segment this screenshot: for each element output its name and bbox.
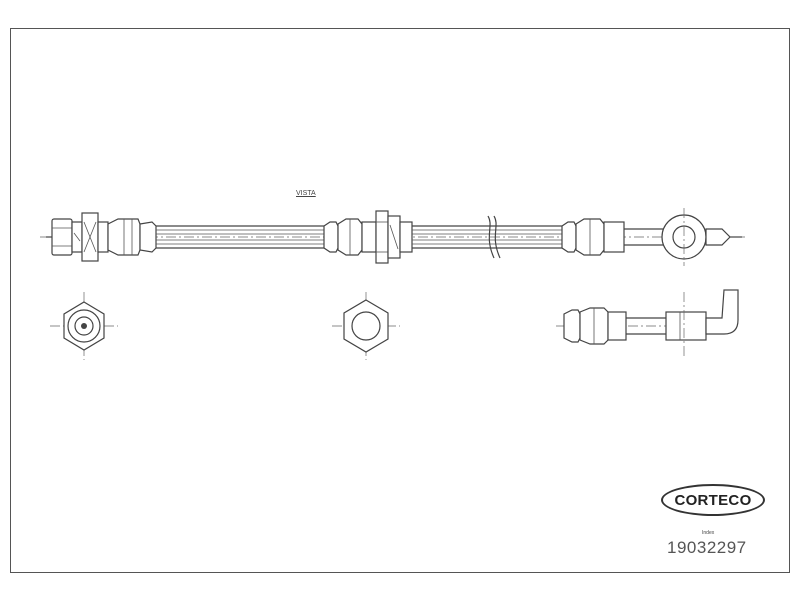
drawing-frame [10, 28, 790, 573]
hose-segment-left [156, 225, 324, 249]
left-end-view [50, 292, 118, 360]
corteco-logo: CORTECO [661, 484, 765, 516]
left-fitting [46, 212, 157, 262]
hose-segment-right [412, 215, 562, 259]
index-label: Index [702, 530, 715, 536]
logo-text: CORTECO [674, 491, 752, 509]
middle-fitting [323, 210, 413, 264]
part-number: 19032297 [667, 538, 747, 557]
right-side-view [556, 289, 739, 356]
right-fitting [561, 208, 742, 266]
view-label: VISTA [296, 190, 316, 197]
middle-end-view [332, 292, 400, 360]
